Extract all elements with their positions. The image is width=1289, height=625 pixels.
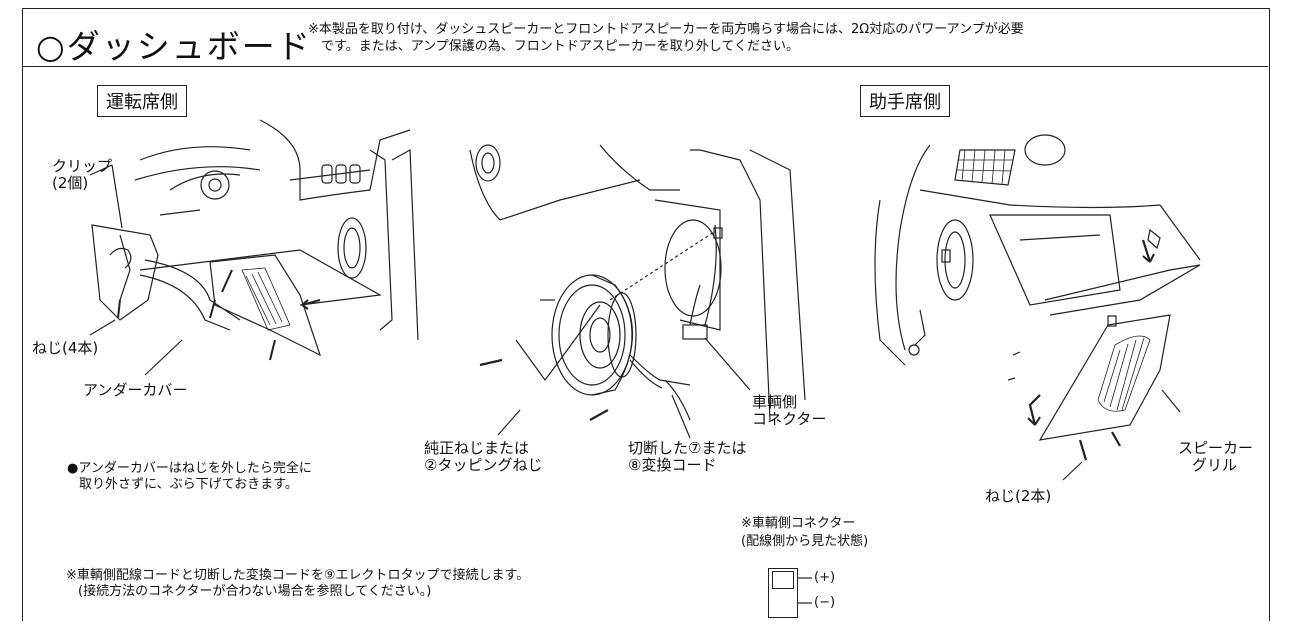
label-speaker-grill-line2: グリル — [1192, 456, 1238, 474]
header-note-line2: です。または、アンプ保護の為、フロントドアスピーカーを取り外してください。 — [321, 39, 800, 54]
label-genuine-screw: 純正ねじまたは ②タッピングねじ — [424, 440, 542, 474]
note-connect-line1: ※車輌側配線コードと切断した変換コードを⑨エレクトロタップで接続します。 — [66, 568, 530, 583]
label-clip: クリップ (2個) — [52, 158, 112, 192]
note-connect: ※車輌側配線コードと切断した変換コードを⑨エレクトロタップで接続します。 (接続… — [66, 568, 529, 600]
page-title: ○ダッシュボード — [36, 27, 312, 66]
label-vehicle-connector-line1: 車輌側 — [752, 393, 798, 411]
connector-legend-title-line2: (配線側から見た状態) — [741, 534, 869, 549]
label-clip-line2: (2個) — [52, 174, 89, 192]
label-genuine-screw-line1: 純正ねじまたは — [424, 439, 530, 457]
label-screw-2: ねじ(2本) — [985, 487, 1052, 505]
note-under-cover-line2: 取り外さずに、ぶら下げておきます。 — [79, 477, 298, 492]
connector-legend-inner — [772, 571, 794, 589]
label-vehicle-connector-line2: コネクター — [752, 410, 827, 428]
note-under-cover-line1: ●アンダーカバーはねじを外したら完全に — [67, 461, 312, 476]
passenger-side-drawing — [874, 134, 1201, 481]
header: ○ダッシュボード ※本製品を取り付け、ダッシュスピーカーとフロントドアスピーカー… — [22, 8, 1268, 67]
label-cut-cord: 切断した⑦または ⑧変換コード — [628, 440, 746, 474]
speaker-drawing — [469, 144, 806, 439]
connector-plus-label: (+) — [814, 570, 836, 585]
label-cut-cord-line2: ⑧変換コード — [628, 456, 717, 474]
label-clip-line1: クリップ — [52, 157, 113, 175]
note-connect-line2: (接続方法のコネクターが合わない場合を参照してください。) — [78, 584, 432, 599]
label-cut-cord-line1: 切断した⑦または — [628, 439, 747, 457]
header-note-line1: ※本製品を取り付け、ダッシュスピーカーとフロントドアスピーカーを両方鳴らす場合に… — [308, 22, 1024, 37]
connector-legend-title: ※車輌側コネクター (配線側から見た状態) — [741, 516, 868, 550]
label-screw-4: ねじ(4本) — [32, 339, 99, 357]
section-label-driver: 運転席側 — [97, 85, 187, 117]
page-frame — [22, 8, 1270, 621]
header-note: ※本製品を取り付け、ダッシュスピーカーとフロントドアスピーカーを両方鳴らす場合に… — [308, 21, 1024, 55]
note-under-cover: ●アンダーカバーはねじを外したら完全に 取り外さずに、ぶら下げておきます。 — [67, 461, 312, 493]
label-speaker-grill-line1: スピーカー — [1178, 439, 1254, 457]
label-under-cover: アンダーカバー — [83, 381, 188, 399]
label-vehicle-connector: 車輌側 コネクター — [752, 394, 826, 428]
connector-legend-title-line1: ※車輌側コネクター — [741, 516, 856, 531]
driver-side-drawing — [89, 119, 419, 376]
label-genuine-screw-line2: ②タッピングねじ — [424, 456, 543, 474]
connector-minus-label: (−) — [814, 595, 836, 610]
section-label-passenger: 助手席側 — [860, 85, 950, 117]
label-speaker-grill: スピーカー グリル — [1178, 440, 1253, 474]
